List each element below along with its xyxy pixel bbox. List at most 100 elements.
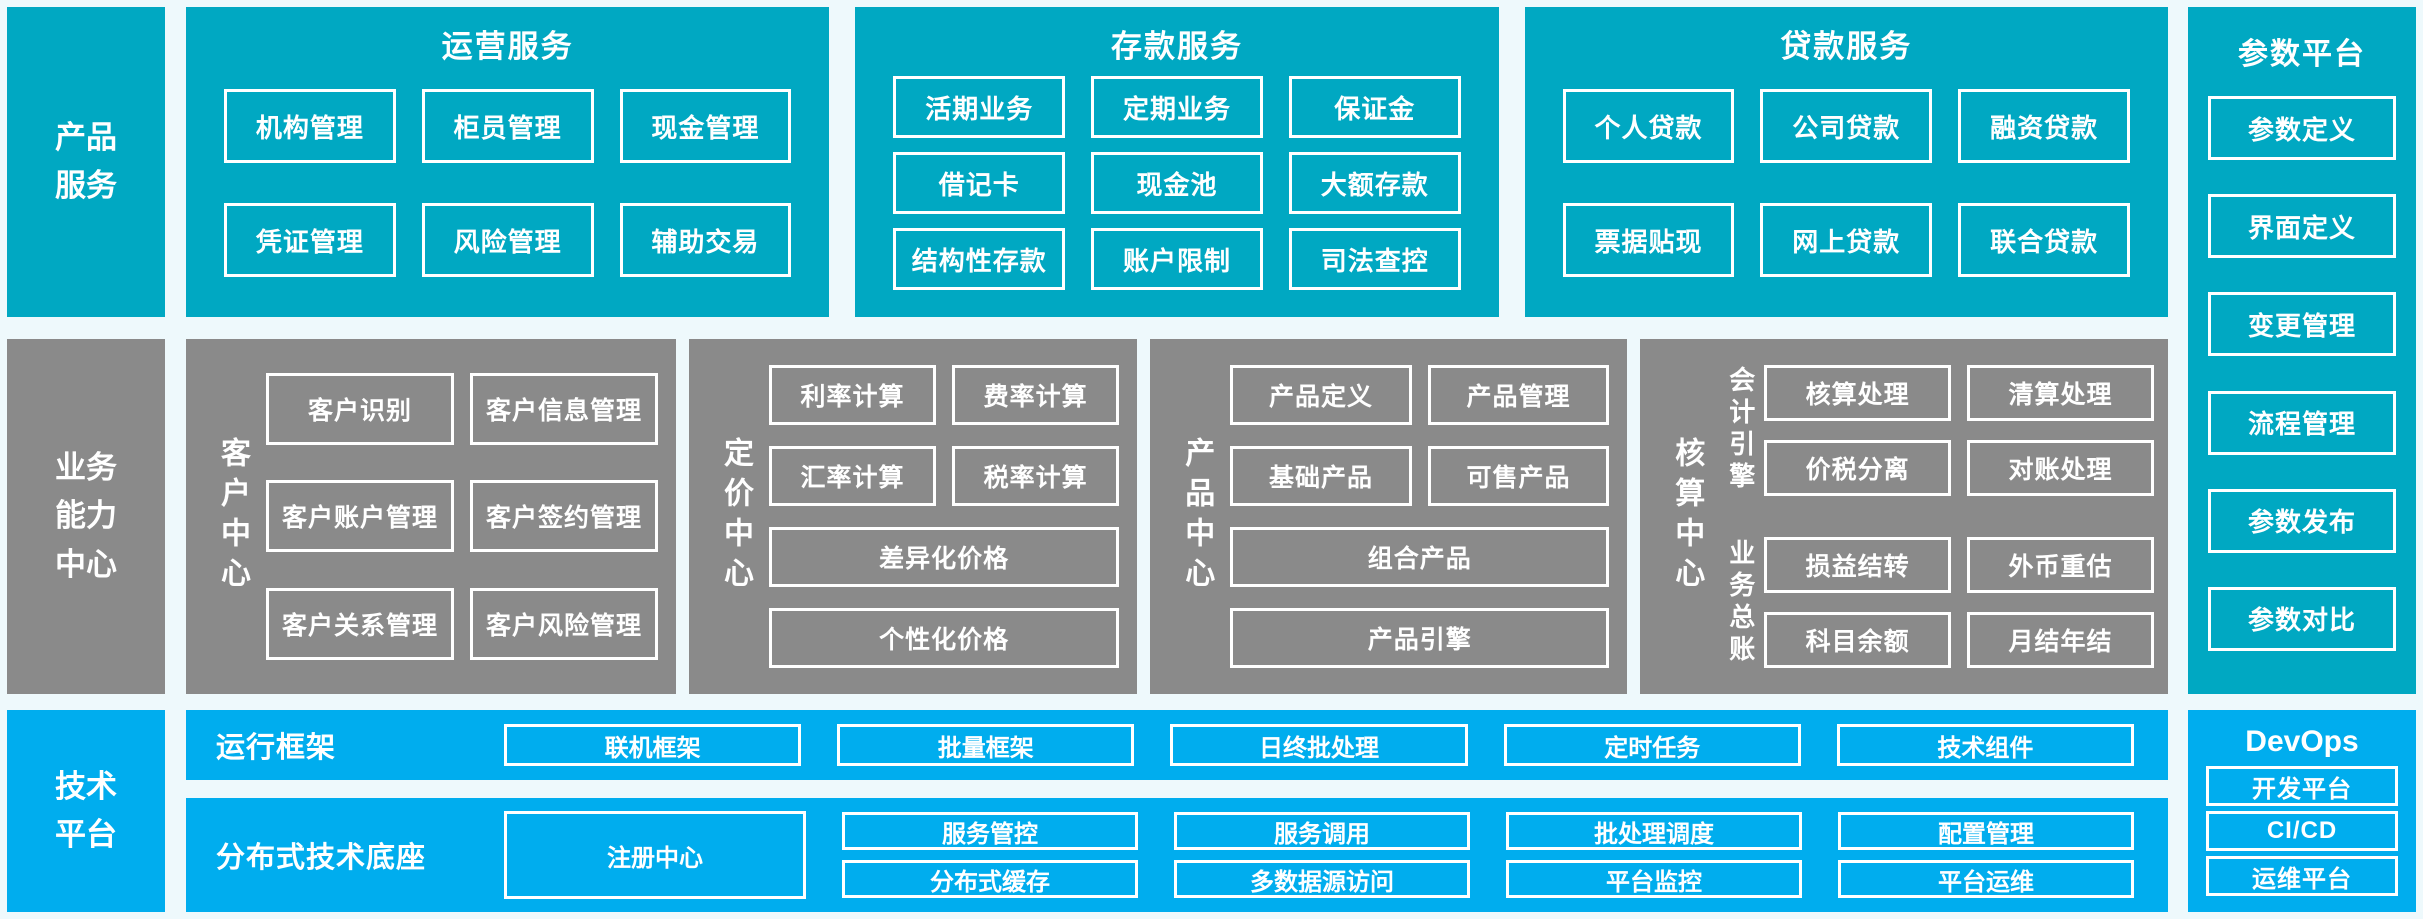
rail-technology-platform: 技术平台 [7,710,165,912]
group-vertical-label: 核算中心 [1670,436,1704,597]
tile: 技术组件 [1836,724,2135,766]
tile: CI/CD [2206,811,2398,851]
tile: 参数定义 [2208,96,2396,161]
subgroup-grid: 核算处理 清算处理 价税分离 对账处理 [1764,355,2154,506]
group-vertical-label: 客户中心 [216,436,249,597]
accounting-body: 会计引擎 核算处理 清算处理 价税分离 对账处理 业务总账 损益结转 外币重估 [1718,355,2154,678]
tile: 机构管理 [224,89,396,163]
group-grid: 利率计算 费率计算 汇率计算 税率计算 差异化价格 个性化价格 [769,355,1120,678]
tile: 借记卡 [893,152,1066,214]
tile: 差异化价格 [769,526,1120,587]
tile: 现金管理 [619,89,792,163]
tile: 客户风险管理 [470,588,658,661]
subgroup-accounting-engine: 会计引擎 核算处理 清算处理 价税分离 对账处理 [1718,355,2154,506]
subgroup-grid: 损益结转 外币重估 科目余额 月结年结 [1764,528,2154,679]
distributed-base-bar: 分布式技术底座 注册中心 服务管控 分布式缓存 服务调用 多数据源访问 批处理调… [186,798,2168,912]
tile: 票据贴现 [1562,203,1735,277]
rail-business-capability-center-label: 业务能力中心 [55,450,117,582]
rail-product-services-label: 产品服务 [55,119,117,203]
distributed-base-label: 分布式技术底座 [216,842,427,874]
tile: 账户限制 [1091,228,1263,290]
tile: 联合贷款 [1958,203,2130,277]
tile: 辅助交易 [619,203,792,277]
tile: 利率计算 [769,365,937,426]
subgroup-business-ledger: 业务总账 损益结转 外币重估 科目余额 月结年结 [1718,528,2154,679]
tile: 服务管控 [842,812,1138,850]
mini-column: 批处理调度 平台监控 [1506,812,1802,898]
rail-product-services: 产品服务 [7,7,165,317]
tile: 变更管理 [2208,292,2396,357]
tile: 汇率计算 [769,446,937,507]
business-capability-row: 客户中心 客户识别 客户信息管理 客户账户管理 客户签约管理 客户关系管理 客户… [186,339,2168,694]
tile: 定时任务 [1503,724,1801,766]
tile: 结构性存款 [893,228,1066,290]
tile: 配置管理 [1838,812,2134,850]
group-customer-center: 客户中心 客户识别 客户信息管理 客户账户管理 客户签约管理 客户关系管理 客户… [186,339,676,694]
tile: 日终批处理 [1170,724,1468,766]
group-vertical-label: 定价中心 [719,436,752,597]
tile: 产品引擎 [1230,607,1610,668]
tile: 价税分离 [1764,439,1952,496]
param-platform-title: 参数平台 [2238,38,2366,71]
section-title: 运营服务 [441,28,574,64]
subgroup-vertical-label: 业务总账 [1725,538,1756,667]
product-services-row: 运营服务 机构管理 柜员管理 现金管理 凭证管理 风险管理 辅助交易 存款服务 … [186,7,2168,317]
tile: 多数据源访问 [1174,860,1470,898]
tile: 平台监控 [1506,860,1802,898]
tile: 联机框架 [504,724,802,766]
tile: 科目余额 [1764,612,1952,669]
tile: 客户签约管理 [470,480,658,553]
tile: 个人贷款 [1562,89,1735,163]
mini-column: 服务管控 分布式缓存 [842,812,1138,898]
param-platform-items: 参数定义 界面定义 变更管理 流程管理 参数发布 参数对比 [2208,79,2396,668]
tile: 批量框架 [837,724,1135,766]
right-column: 参数平台 参数定义 界面定义 变更管理 流程管理 参数发布 参数对比 DevOp… [2188,7,2416,912]
left-rail: 产品服务 业务能力中心 技术平台 [7,7,165,912]
tile: 活期业务 [893,76,1066,138]
registry-center-tile: 注册中心 [504,811,806,899]
tile: 对账处理 [1967,439,2154,496]
tile: 税率计算 [952,446,1120,507]
rail-technology-platform-label: 技术平台 [55,768,117,852]
tile: 界面定义 [2208,194,2396,259]
mini-column: 配置管理 平台运维 [1838,812,2134,898]
section-grid: 个人贷款 公司贷款 融资贷款 票据贴现 网上贷款 联合贷款 [1562,69,2130,297]
tile: 保证金 [1288,76,1461,138]
subgroup-vertical-label: 会计引擎 [1725,366,1756,495]
section-deposit-services: 存款服务 活期业务 定期业务 保证金 借记卡 现金池 大额存款 结构性存款 账户… [855,7,1499,317]
tile: 客户关系管理 [266,588,454,661]
group-vertical-label: 产品中心 [1180,436,1214,597]
section-grid: 活期业务 定期业务 保证金 借记卡 现金池 大额存款 结构性存款 账户限制 司法… [893,69,1461,297]
param-platform-panel: 参数平台 参数定义 界面定义 变更管理 流程管理 参数发布 参数对比 [2188,7,2416,694]
tile: 清算处理 [1967,364,2154,421]
tile: 个性化价格 [769,607,1120,668]
tile: 凭证管理 [224,203,396,277]
runtime-framework-bar: 运行框架 联机框架 批量框架 日终批处理 定时任务 技术组件 [186,710,2168,780]
section-loan-services: 贷款服务 个人贷款 公司贷款 融资贷款 票据贴现 网上贷款 联合贷款 [1524,7,2168,317]
tile: 融资贷款 [1958,89,2130,163]
tile: 分布式缓存 [842,860,1138,898]
tile: 可售产品 [1427,446,1610,507]
tile: 开发平台 [2206,766,2398,806]
tile: 损益结转 [1764,537,1952,594]
group-accounting-center: 核算中心 会计引擎 核算处理 清算处理 价税分离 对账处理 业务总账 [1640,339,2168,694]
mini-column: 服务调用 多数据源访问 [1174,812,1470,898]
tile: 定期业务 [1091,76,1263,138]
group-product-center: 产品中心 产品定义 产品管理 基础产品 可售产品 组合产品 产品引擎 [1150,339,1628,694]
tile: 客户账户管理 [266,480,454,553]
tile: 网上贷款 [1760,203,1933,277]
devops-items: 开发平台 CI/CD 运维平台 [2206,766,2398,896]
tile: 费率计算 [952,365,1120,426]
runtime-framework-label: 运行框架 [216,732,337,764]
tile: 客户信息管理 [470,372,658,445]
tile: 组合产品 [1230,526,1610,587]
devops-panel: DevOps 开发平台 CI/CD 运维平台 [2188,710,2416,912]
tile: 公司贷款 [1760,89,1933,163]
tile: 产品定义 [1230,365,1412,426]
section-grid: 机构管理 柜员管理 现金管理 凭证管理 风险管理 辅助交易 [224,69,792,297]
tile: 流程管理 [2208,390,2396,455]
main-area: 运营服务 机构管理 柜员管理 现金管理 凭证管理 风险管理 辅助交易 存款服务 … [186,7,2168,912]
tile: 核算处理 [1764,364,1952,421]
tile: 平台运维 [1838,860,2134,898]
